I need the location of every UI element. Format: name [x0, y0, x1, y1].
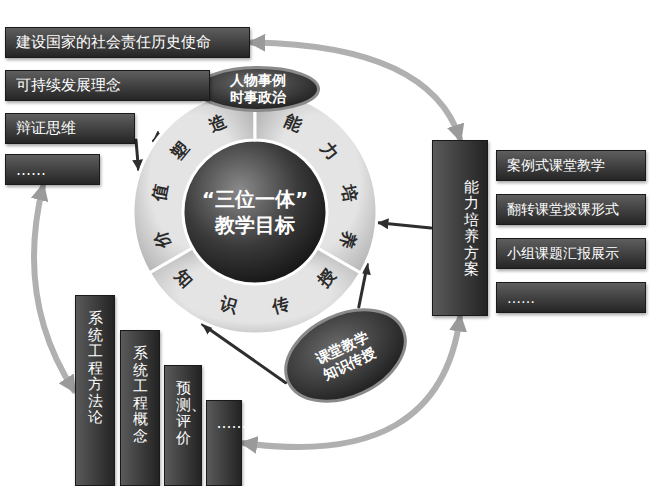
ring-segment-shape	[252, 88, 379, 275]
ring-char: 培	[338, 182, 361, 205]
node-label: 可持续发展理念	[16, 76, 121, 95]
ring-char: 识	[216, 293, 241, 318]
ring-label: 价值塑造	[131, 88, 257, 275]
node-label: ……	[217, 415, 232, 432]
ellipse-outline	[271, 291, 420, 419]
plan-panel: 能力培养方案	[432, 140, 488, 316]
ellipse-outline	[198, 68, 319, 111]
node-label: 辩证思维	[16, 119, 76, 138]
ring-char: 能	[280, 110, 306, 136]
connector-arrow	[136, 140, 139, 170]
ability-box: 翻转课堂授课形式	[496, 194, 646, 225]
ring-char: 传	[269, 293, 294, 318]
connector-arrow	[379, 223, 432, 228]
ability-box: 小组课题汇报展示	[496, 238, 646, 269]
node-label: 小组课题汇报展示	[507, 245, 619, 263]
knowledge-column: 系统工程方法论	[75, 295, 115, 486]
knowledge-column: ……	[206, 400, 242, 486]
ability-box: 案例式课堂教学	[496, 150, 646, 181]
ring-segment-outline	[255, 90, 377, 273]
ring-char: 养	[335, 228, 360, 253]
ring-char: 价	[150, 228, 175, 253]
node-label: 建设国家的社会责任历史使命	[16, 33, 211, 52]
node-label: ……	[16, 161, 46, 179]
node-label: “三位一体” 教学目标	[190, 186, 320, 238]
value-box: 可持续发展理念	[5, 70, 210, 101]
ring-char: 造	[204, 110, 230, 136]
node-label: 预测、评价	[176, 380, 191, 446]
node-label: 能力培养方案	[464, 179, 479, 278]
ring-char: 值	[148, 182, 171, 205]
cycle-arrow	[34, 186, 74, 391]
node-label: 系统工程概念	[133, 345, 148, 444]
value-box: 建设国家的社会责任历史使命	[5, 27, 250, 58]
ring-char: 授	[312, 264, 340, 292]
node-label: 系统工程方法论	[88, 310, 103, 426]
ring-label: 能力培养	[252, 88, 379, 275]
ring-segment: 价值塑造	[131, 88, 257, 275]
node-label: 案例式课堂教学	[507, 157, 605, 175]
ring-segment: 能力培养	[252, 88, 379, 275]
ability-box: ……	[496, 282, 646, 313]
ring-segment-outline	[133, 90, 255, 273]
knowledge-column: 系统工程概念	[120, 330, 160, 486]
value-box: 辩证思维	[5, 113, 135, 144]
node-label: ……	[507, 290, 535, 306]
node-label: 翻转课堂授课形式	[507, 201, 619, 219]
node-label: 人物事例 时事政治	[208, 72, 308, 106]
ring-segment-shape	[131, 88, 257, 275]
ring-char: 知	[170, 264, 198, 292]
ring-char: 力	[316, 137, 344, 165]
ring-char: 塑	[166, 137, 194, 165]
value-box: ……	[5, 154, 100, 185]
method-oval: 人物事例 时事政治	[196, 66, 320, 112]
knowledge-column: 预测、评价	[164, 365, 202, 486]
